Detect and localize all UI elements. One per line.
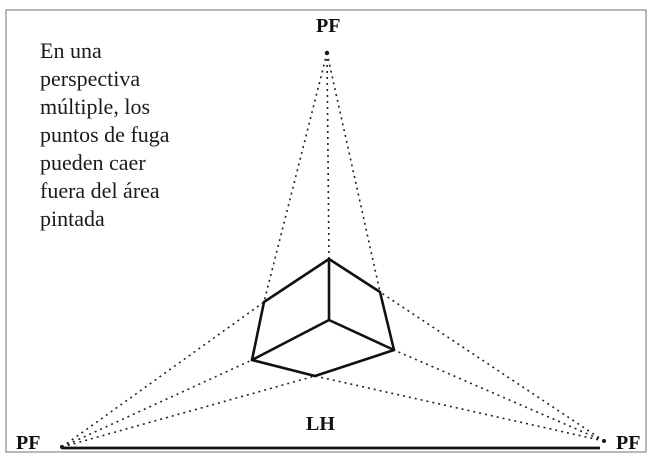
cube-inner-left-edge (250, 318, 331, 362)
projection-lines-left (61, 301, 316, 448)
caption-line-1: En una (40, 38, 102, 63)
projection-line-top-to-right-corner (326, 52, 381, 293)
projection-lines-right (314, 291, 605, 442)
projection-line-left-to-lower-corner (61, 359, 253, 448)
projection-line-left-to-bottom (61, 375, 316, 448)
caption-line-2: perspectiva (40, 66, 140, 91)
caption-line-6: fuera del área (40, 178, 160, 203)
caption-line-5: pueden caer (40, 150, 146, 175)
cube-outline (250, 257, 396, 378)
horizon-label: LH (306, 413, 335, 435)
projection-line-right-to-lower-corner (393, 349, 605, 442)
cube (250, 257, 396, 378)
caption-line-7: pintada (40, 206, 105, 231)
projection-line-right-to-bottom (314, 375, 605, 442)
projection-line-left-to-upper-corner (61, 301, 265, 448)
projection-line-top-to-apex (326, 52, 330, 260)
cube-inner-right-edge (327, 318, 396, 352)
caption: En una perspectiva múltiple, los puntos … (40, 38, 170, 231)
vanishing-point-right-label: PF (616, 432, 640, 454)
caption-line-4: puntos de fuga (40, 122, 170, 147)
projection-lines-top (263, 52, 381, 303)
projection-line-right-to-upper-corner (379, 291, 605, 442)
vanishing-point-left-label: PF (16, 432, 40, 454)
frame-border (5, 9, 647, 453)
vanishing-point-top-label: PF (316, 15, 340, 37)
projection-line-top-to-left-corner (263, 52, 328, 303)
caption-line-3: múltiple, los (40, 94, 150, 119)
